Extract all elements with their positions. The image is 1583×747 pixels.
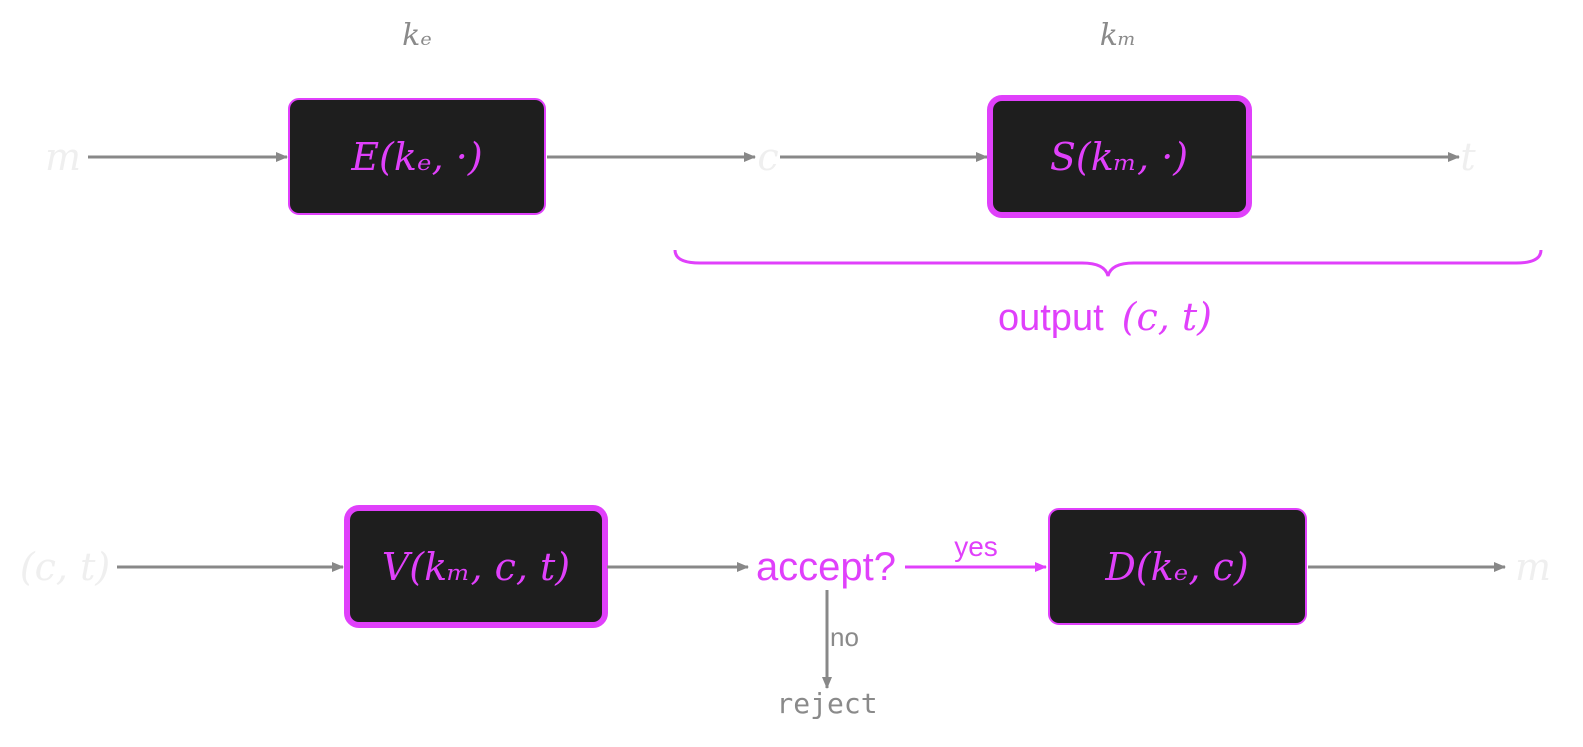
key-e-label: kₑ [402,18,432,53]
ciphertext-tag-input-label: (c, t) [20,545,110,589]
message-output-label: m [1515,545,1551,589]
mac-box: S(kₘ, ·) [987,95,1252,218]
decrypt-box: D(kₑ, c) [1048,508,1307,625]
output-brace [673,249,1543,277]
yes-label: yes [954,531,998,562]
tag-label: t [1460,135,1476,179]
reject-label: reject [776,687,877,720]
decision-label: accept? [756,545,896,589]
no-label: no [830,622,859,652]
decrypt-box-label: D(kₑ, c) [1104,545,1248,589]
ciphertext-label: c [757,135,778,179]
output-label: output (c, t) [998,295,1212,339]
message-input-label: m [45,135,81,179]
mac-box-label: S(kₘ, ·) [1050,135,1188,179]
output-value: (c, t) [1122,295,1212,339]
encrypt-box: E(kₑ, ·) [288,98,546,215]
verify-box-label: V(kₘ, c, t) [382,545,570,589]
output-prefix: output [998,297,1104,339]
encrypt-box-label: E(kₑ, ·) [350,135,482,179]
key-m-label: kₘ [1100,18,1137,53]
verify-box: V(kₘ, c, t) [344,505,608,628]
